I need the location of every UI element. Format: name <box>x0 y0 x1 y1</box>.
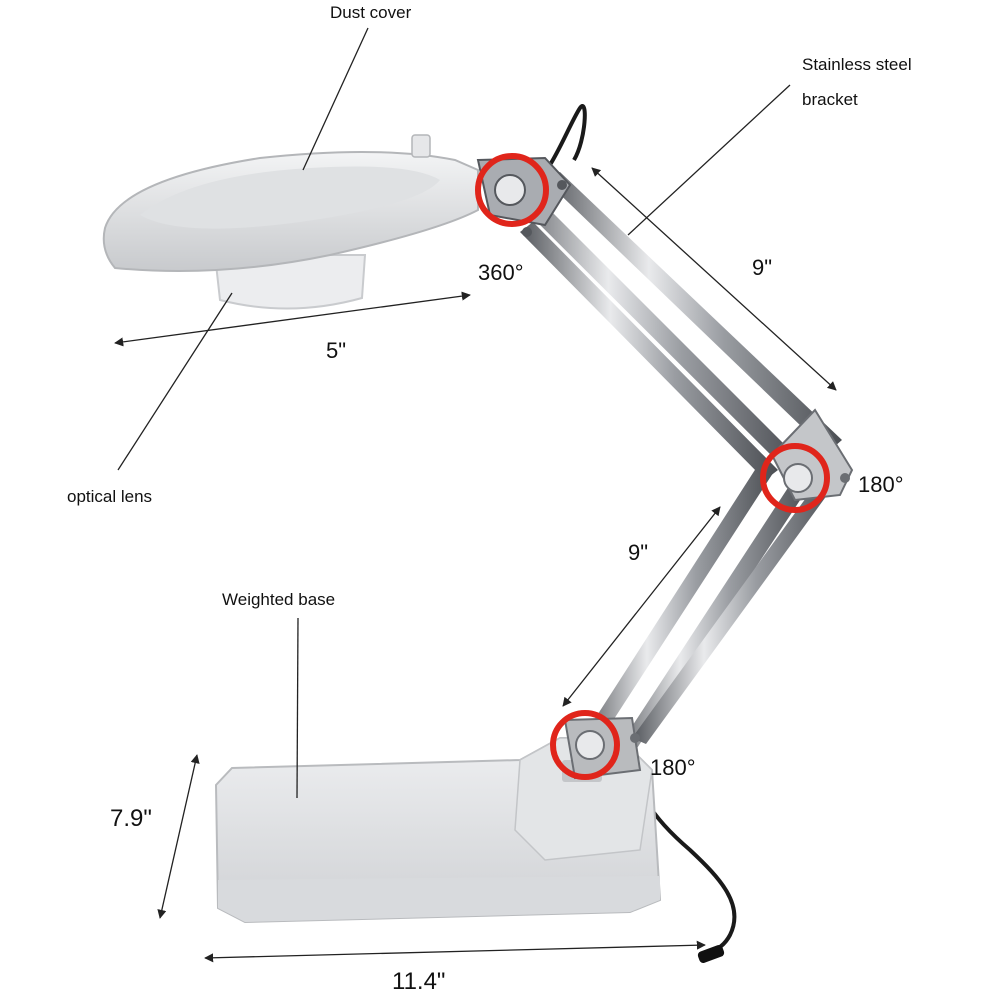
base-depth-label: 7.9" <box>110 805 152 832</box>
head-rotation-label: 360° <box>478 260 524 285</box>
upper-arm-arrow <box>591 167 837 391</box>
weighted-base-label: Weighted base <box>222 590 336 609</box>
dust-cover-leader <box>302 27 369 171</box>
weighted-base-leader <box>296 617 299 799</box>
lower-arm-arrow <box>562 506 721 707</box>
cable-plug <box>697 945 725 963</box>
base-joint <box>563 716 642 780</box>
base-depth-arrow <box>157 754 200 919</box>
stainless-steel-label: Stainless steel <box>802 55 912 74</box>
lens-width-label: 5" <box>326 338 347 363</box>
elbow-rotation-label: 180° <box>858 472 904 497</box>
magnifier-head <box>102 134 479 310</box>
lower-arm-length-label: 9" <box>628 540 649 565</box>
base-rotation-ring <box>550 710 620 780</box>
optical-lens-label: optical lens <box>67 487 153 506</box>
elbow-joint <box>770 408 854 502</box>
base-width-label: 11.4" <box>392 968 446 995</box>
elbow-rotation-ring <box>760 443 830 513</box>
optical-lens-leader <box>117 292 233 471</box>
base-width-arrow <box>204 940 706 963</box>
lens-width-arrow <box>114 291 471 347</box>
head-rotation-ring <box>475 153 549 227</box>
base-rotation-label: 180° <box>650 755 696 780</box>
bracket-label: bracket <box>802 90 858 109</box>
dust-cover-label: Dust cover <box>330 3 412 22</box>
head-joint <box>476 156 572 237</box>
stainless-leader <box>627 84 791 236</box>
upper-arm-length-label: 9" <box>752 255 773 280</box>
